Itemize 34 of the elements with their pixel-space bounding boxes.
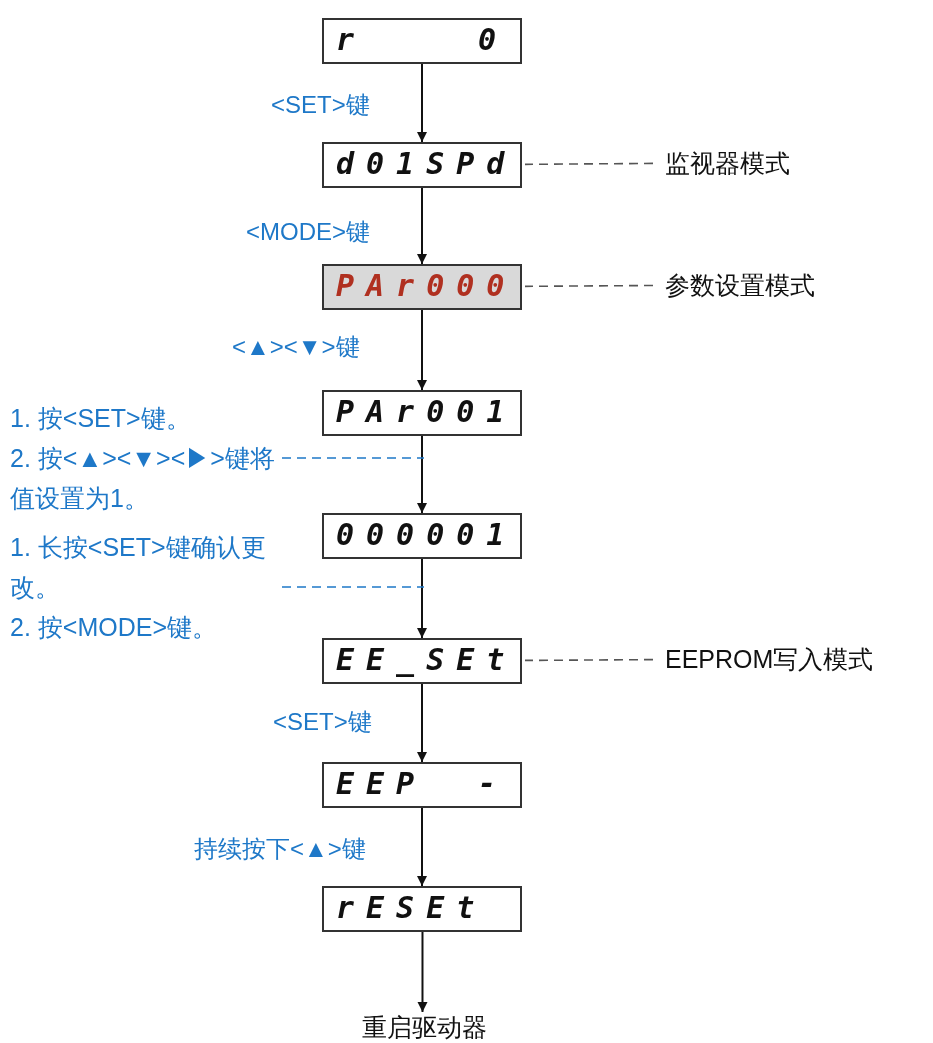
arrow [417,63,427,143]
note-text: 1. 按<SET>键。 [10,403,192,434]
arrow [417,309,427,391]
leader-line [524,162,654,166]
note-text: 2. 按<▲><▼><▶>键将值设置为1。 [10,443,276,514]
edge-label: <SET>键 [271,708,374,736]
end-label: 重启驱动器 [361,1012,487,1042]
mode-label: EEPROM写入模式 [665,644,874,674]
display-box: PAr001 [322,390,522,436]
note-text: 2. 按<MODE>键。 [10,612,218,643]
mode-label: 参数设置模式 [665,270,815,300]
display-box: 000001 [322,513,522,559]
display-box: EE_SEt [322,638,522,684]
display-box: EEP - [322,762,522,808]
edge-label: <MODE>键 [244,218,373,246]
mode-label: 监视器模式 [665,148,790,178]
edge-label: 持续按下<▲>键 [192,835,368,863]
edge-label: <SET>键 [269,91,372,119]
arrow [417,683,427,763]
arrow [417,558,427,639]
leader-line [281,457,425,459]
arrow [417,187,427,265]
edge-label: <▲><▼>键 [230,333,362,361]
display-box: PAr000 [322,264,522,310]
leader-line [524,658,654,662]
leader-line [524,284,654,288]
note-text: 1. 长按<SET>键确认更改。 [10,532,267,603]
arrow [417,435,427,514]
display-box: d01SPd [322,142,522,188]
arrow [417,931,428,1013]
arrow [417,807,427,887]
leader-line [281,586,425,588]
display-box: r 0 [322,18,522,64]
display-box: rESEt [322,886,522,932]
